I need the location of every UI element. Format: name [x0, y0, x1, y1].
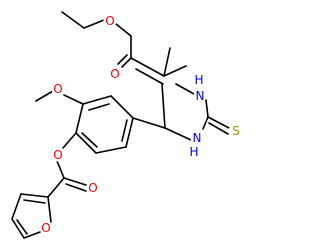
bond	[161, 83, 166, 129]
bond	[135, 68, 164, 85]
bond	[75, 103, 84, 134]
bond	[63, 177, 87, 186]
bond	[35, 90, 54, 102]
bonds	[11, 11, 230, 239]
bond	[23, 231, 41, 239]
ester-carbonyl-oxygen: O	[110, 67, 119, 81]
bond	[207, 116, 230, 129]
bond	[202, 116, 209, 130]
bond	[56, 160, 65, 179]
ring-nh-top-hydrogen: H	[194, 73, 203, 87]
bond	[132, 117, 166, 129]
bond	[95, 146, 127, 154]
bond	[163, 65, 187, 77]
bond	[75, 132, 97, 154]
bond	[121, 57, 132, 68]
ring-nh-bottom-hydrogen: H	[189, 145, 198, 159]
furoate-carbonyl-oxygen: O	[88, 181, 97, 195]
molecule-structure-diagram: O O H N S N H O O O O	[11, 11, 242, 239]
ring-nitrogen-bottom: N	[193, 131, 202, 145]
bond	[163, 47, 171, 77]
bond	[47, 177, 65, 198]
bond	[164, 127, 192, 141]
bond	[65, 183, 87, 192]
bond	[20, 193, 49, 198]
bond	[205, 99, 209, 118]
bond	[11, 218, 25, 239]
ester-ether-oxygen: O	[105, 14, 114, 28]
aryl-ester-oxygen: O	[53, 148, 62, 162]
bond	[115, 23, 132, 37]
thione-sulfur: S	[232, 124, 240, 138]
ring-nitrogen-top: N	[196, 89, 205, 103]
bond	[208, 122, 229, 135]
bond	[130, 57, 165, 77]
bond	[62, 132, 77, 149]
bond	[121, 119, 128, 142]
bond	[88, 103, 110, 111]
bond	[11, 193, 22, 220]
bond	[63, 94, 84, 105]
bond	[83, 19, 105, 29]
bond	[61, 11, 85, 29]
bond	[23, 199, 46, 204]
furan-oxygen: O	[41, 221, 50, 235]
bond	[16, 219, 28, 235]
bond	[82, 95, 112, 105]
bond	[117, 54, 128, 65]
bond	[175, 83, 195, 95]
atom-labels: O O H N S N H O O O O	[39, 14, 242, 235]
bond	[110, 95, 134, 119]
bond	[47, 196, 52, 223]
bond	[81, 132, 98, 148]
methoxy-oxygen: O	[53, 82, 62, 96]
bond	[125, 117, 134, 148]
